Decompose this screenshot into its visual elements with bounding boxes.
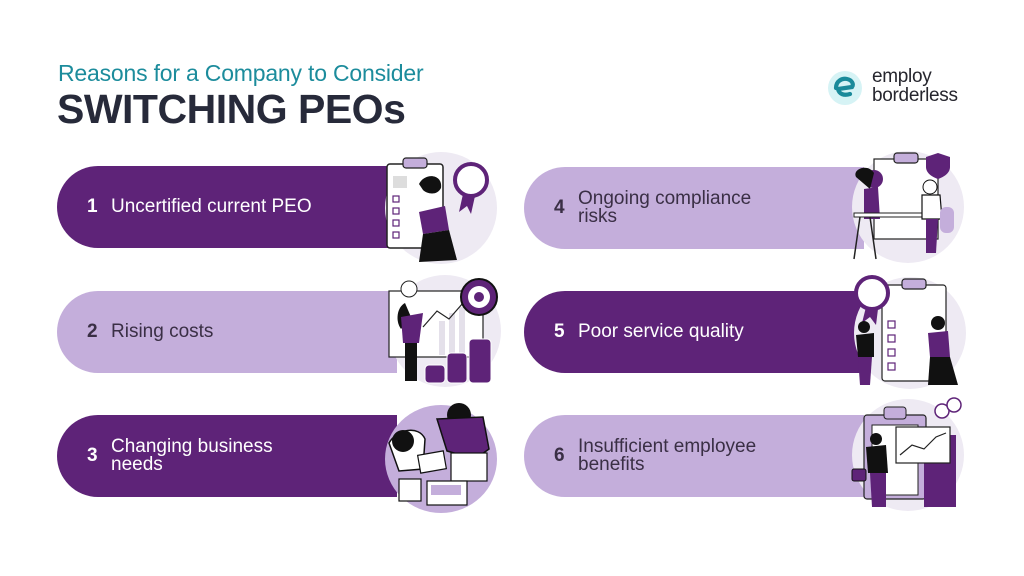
reason-number: 4	[554, 197, 565, 218]
reason-card-2: 2 Rising costs	[57, 275, 501, 387]
reason-card-1: 1 Uncertified current PEO	[57, 152, 497, 264]
reason-card-5: 5 Poor service quality	[524, 275, 966, 389]
logo-line-2: borderless	[872, 85, 958, 106]
rising-chart-coins-illustration-icon	[383, 273, 501, 389]
reason-label: Changing business needs	[111, 436, 273, 475]
team-collaboration-illustration-icon	[379, 399, 497, 515]
benefits-presentation-illustration-icon	[846, 397, 964, 513]
reason-pill: 6 Insufficient employee benefits	[524, 415, 864, 497]
logo-line-1: employ	[872, 66, 932, 87]
reason-card-3: 3 Changing business needs	[57, 403, 497, 513]
reason-number: 1	[87, 196, 98, 217]
reason-card-6: 6 Insufficient employee benefits	[524, 397, 965, 511]
reason-label: Uncertified current PEO	[111, 196, 312, 217]
reason-number: 5	[554, 321, 565, 342]
reason-pill: 4 Ongoing compliance risks	[524, 167, 864, 249]
reason-card-4: 4 Ongoing compliance risks	[524, 151, 965, 263]
reason-label: Ongoing compliance risks	[578, 188, 752, 227]
reason-label: Poor service quality	[578, 321, 744, 342]
reason-number: 6	[554, 445, 565, 466]
reason-pill: 3 Changing business needs	[57, 415, 397, 497]
reason-pill: 2 Rising costs	[57, 291, 397, 373]
reason-pill: 5 Poor service quality	[524, 291, 864, 373]
reason-number: 3	[87, 445, 98, 466]
logo-e-icon	[828, 71, 862, 105]
reason-number: 2	[87, 321, 98, 342]
reason-pill: 1 Uncertified current PEO	[57, 166, 397, 248]
reason-label: Insufficient employee benefits	[578, 436, 757, 475]
page-title: SWITCHING PEOs	[57, 86, 406, 132]
reason-label: Rising costs	[111, 321, 214, 342]
quality-checklist-illustration-icon	[848, 273, 966, 389]
compliance-meeting-illustration-icon	[846, 149, 964, 265]
certificate-checklist-illustration-icon	[379, 150, 497, 266]
page-subtitle: Reasons for a Company to Consider	[58, 60, 424, 86]
employ-borderless-logo: employ borderless	[828, 67, 978, 108]
logo-wordmark: employ borderless	[872, 67, 958, 105]
